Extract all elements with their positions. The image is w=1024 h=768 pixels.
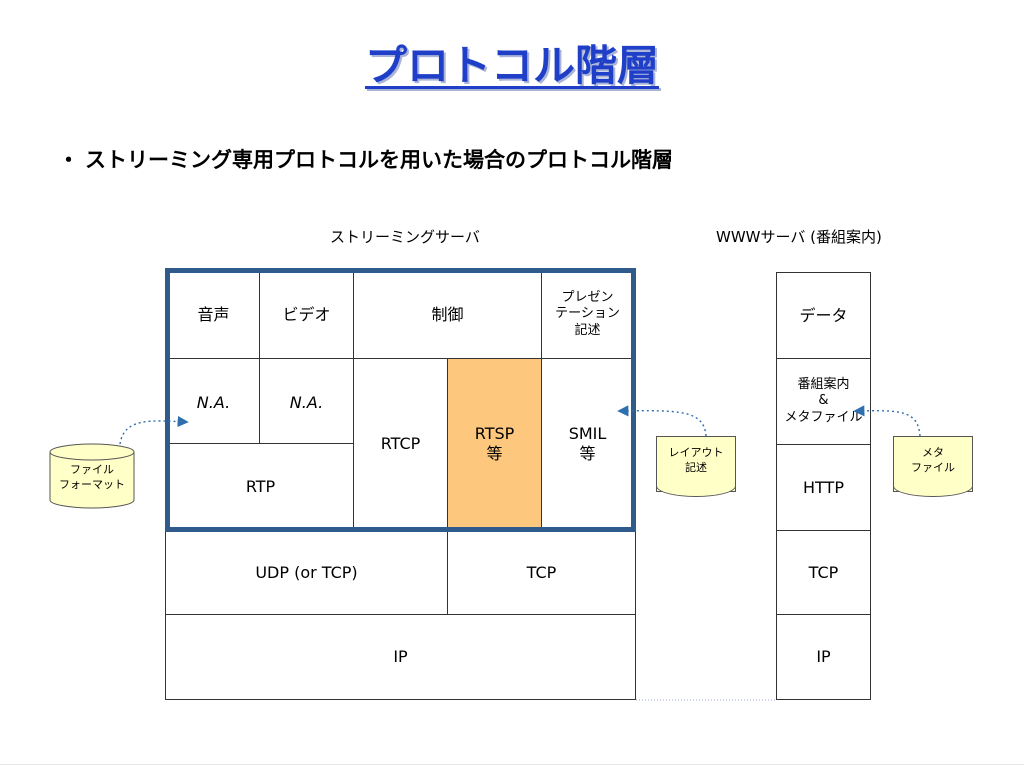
layout-note: レイアウト 記述	[656, 436, 736, 497]
presentation-cell: プレゼン テーション 記述	[541, 270, 634, 359]
bullet-point: ・ストリーミング専用プロトコルを用いた場合のプロトコル階層	[58, 144, 673, 174]
meta-file-note: メタ ファイル	[893, 436, 973, 497]
ip-cell-www: IP	[776, 614, 871, 700]
www-server-label: WWWサーバ (番組案内)	[716, 228, 882, 246]
control-cell: 制御	[353, 270, 542, 359]
footer-divider	[0, 764, 1024, 765]
video-cell: ビデオ	[259, 270, 354, 359]
file-format-label: ファイル フォーマット	[59, 463, 125, 492]
tcp-cell-streaming: TCP	[447, 530, 636, 615]
ip-cell-streaming: IP	[165, 614, 636, 700]
data-cell: データ	[776, 272, 871, 359]
rtp-cell: RTP	[167, 443, 354, 530]
slide-title: プロトコル階層	[364, 41, 659, 90]
bullet-marker: ・	[58, 148, 79, 172]
tcp-cell-www: TCP	[776, 530, 871, 615]
na-cell-audio: N.A.	[167, 358, 260, 444]
smil-cell: SMIL 等	[541, 358, 634, 530]
bullet-text: ストリーミング専用プロトコルを用いた場合のプロトコル階層	[85, 148, 673, 172]
guide-meta-cell: 番組案内 & メタファイル	[776, 358, 871, 445]
na-cell-video: N.A.	[259, 358, 354, 444]
audio-cell: 音声	[167, 270, 260, 359]
http-cell: HTTP	[776, 444, 871, 531]
udp-cell: UDP (or TCP)	[165, 530, 448, 615]
slide-title-wrap: プロトコル階層	[0, 32, 1024, 93]
rtcp-cell: RTCP	[353, 358, 448, 530]
rtsp-cell: RTSP 等	[447, 358, 542, 530]
streaming-server-label: ストリーミングサーバ	[330, 228, 480, 246]
